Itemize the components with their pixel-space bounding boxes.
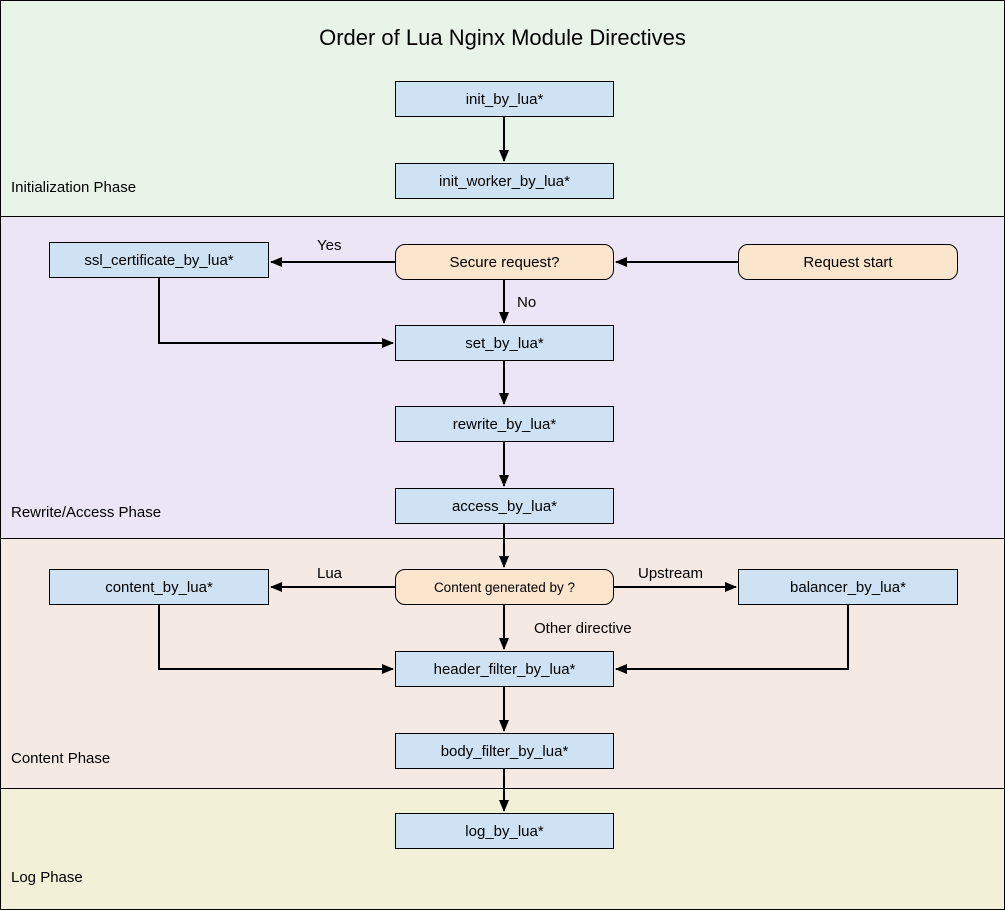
edge-label-lua: Lua (317, 565, 343, 582)
node-request-start: Request start (738, 244, 958, 280)
node-ssl-certificate-by-lua: ssl_certificate_by_lua* (49, 242, 269, 278)
node-content-by-lua: content_by_lua* (49, 569, 269, 605)
node-rewrite-by-lua: rewrite_by_lua* (395, 406, 614, 442)
edge-label-yes: Yes (317, 237, 342, 254)
phase-label-rewrite-access: Rewrite/Access Phase (11, 504, 162, 521)
node-init-by-lua: init_by_lua* (395, 81, 614, 117)
edge-label-other-directive: Other directive (534, 620, 632, 637)
edge-label-no: No (517, 294, 537, 311)
node-log-by-lua: log_by_lua* (395, 813, 614, 849)
phase-label-log: Log Phase (11, 869, 83, 886)
phase-label-initialization: Initialization Phase (11, 179, 137, 196)
node-init-worker-by-lua: init_worker_by_lua* (395, 163, 614, 199)
node-access-by-lua: access_by_lua* (395, 488, 614, 524)
node-set-by-lua: set_by_lua* (395, 325, 614, 361)
node-secure-request: Secure request? (395, 244, 614, 280)
diagram-title: Order of Lua Nginx Module Directives (319, 25, 686, 50)
edge-label-upstream: Upstream (638, 565, 704, 582)
node-balancer-by-lua: balancer_by_lua* (738, 569, 958, 605)
band-log-phase (1, 789, 1004, 909)
phase-label-content: Content Phase (11, 750, 111, 767)
node-body-filter-by-lua: body_filter_by_lua* (395, 733, 614, 769)
node-content-generated-by: Content generated by ? (395, 569, 614, 605)
node-header-filter-by-lua: header_filter_by_lua* (395, 651, 614, 687)
